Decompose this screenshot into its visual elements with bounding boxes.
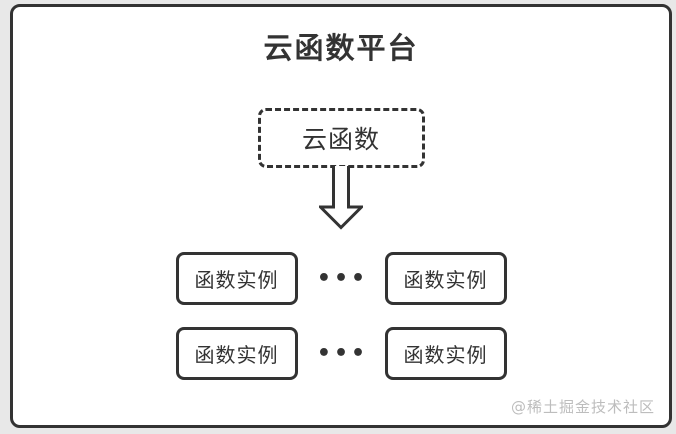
- function-instance-label: 函数实例: [194, 343, 279, 367]
- instance-row-2: 函数实例 ••• 函数实例: [175, 327, 507, 380]
- instance-row-1: 函数实例 ••• 函数实例: [175, 252, 507, 305]
- ellipsis-dots: •••: [316, 265, 369, 291]
- cloud-function-label: 云函数: [301, 125, 380, 154]
- cloud-function-node: 云函数: [257, 108, 425, 168]
- function-instance-node: 函数实例: [384, 252, 507, 305]
- watermark: @稀土掘金技术社区: [510, 398, 655, 416]
- function-instance-label: 函数实例: [194, 268, 279, 292]
- ellipsis-dots: •••: [316, 340, 369, 366]
- function-instance-label: 函数实例: [403, 343, 488, 367]
- function-instance-node: 函数实例: [175, 252, 298, 305]
- down-arrow-icon: [319, 166, 363, 230]
- function-instance-label: 函数实例: [403, 268, 488, 292]
- platform-frame: 云函数平台 云函数 函数实例 ••• 函数实例 函数实例 ••• 函数实例: [10, 4, 672, 428]
- diagram-title: 云函数平台: [263, 31, 419, 65]
- function-instance-node: 函数实例: [384, 327, 507, 380]
- function-instance-node: 函数实例: [175, 327, 298, 380]
